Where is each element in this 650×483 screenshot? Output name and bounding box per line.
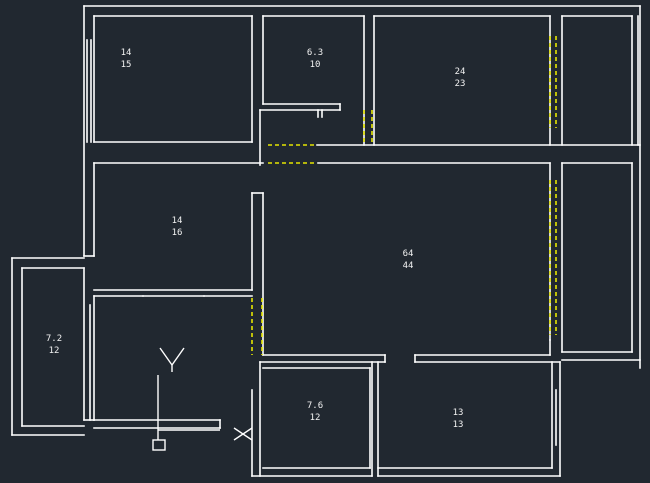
room-area: 7.2 — [45, 334, 63, 344]
fixture-line — [171, 347, 185, 366]
room-code: 12 — [309, 413, 321, 423]
room-code: 15 — [120, 60, 132, 70]
room-label-bottom-right: 13 13 — [428, 407, 488, 431]
room-label-bottom-mid: 7.6 12 — [285, 400, 345, 424]
room-label-top-right: 24 23 — [430, 66, 490, 90]
room-area: 24 — [454, 67, 466, 77]
room-label-left-balcony: 7.2 12 — [24, 333, 84, 357]
room-label-top-small: 6.3 10 — [285, 47, 345, 71]
room-area: 6.3 — [306, 48, 324, 58]
room-label-top-left: 14 15 — [96, 47, 156, 71]
room-area: 14 — [171, 216, 183, 226]
fixtures — [152, 347, 253, 451]
room-code: 12 — [48, 346, 60, 356]
door-openings — [251, 36, 557, 355]
room-area: 14 — [120, 48, 132, 58]
room-code: 13 — [452, 420, 464, 430]
fixture-line — [233, 427, 253, 441]
room-area: 13 — [452, 408, 464, 418]
room-code: 16 — [171, 228, 183, 238]
room-label-mid-left: 14 16 — [147, 215, 207, 239]
room-label-center: 64 44 — [378, 248, 438, 272]
room-code: 10 — [309, 60, 321, 70]
room-area: 7.6 — [306, 401, 324, 411]
fixture-box — [152, 439, 166, 451]
room-area: 64 — [402, 249, 414, 259]
fixture-line — [159, 347, 173, 366]
room-code: 23 — [454, 79, 466, 89]
room-code: 44 — [402, 261, 414, 271]
